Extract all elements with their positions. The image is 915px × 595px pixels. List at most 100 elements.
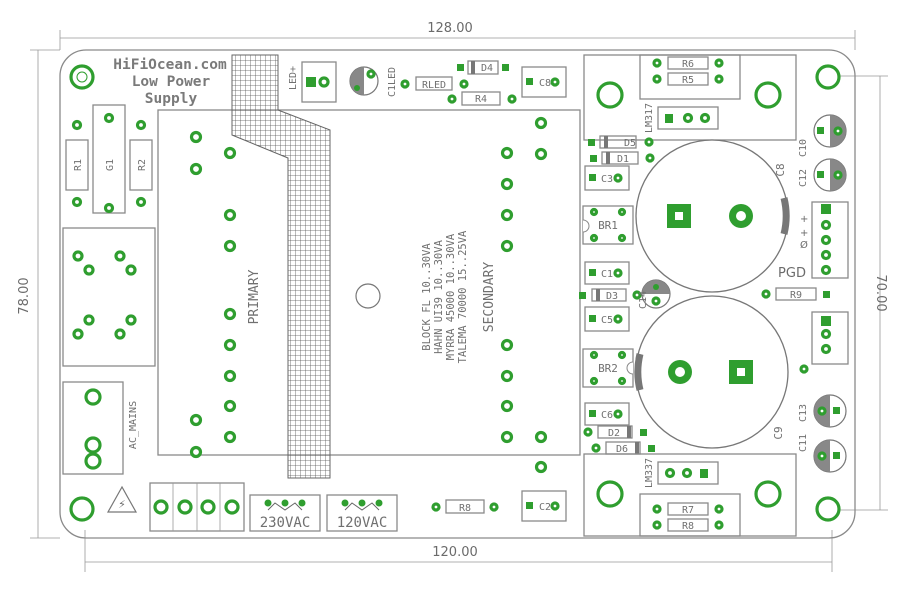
d2-diode: [583, 425, 647, 439]
label-r6: R6: [682, 59, 694, 70]
c13-cap: [813, 394, 847, 428]
label-ac-mains: AC_MAINS: [128, 401, 139, 449]
r4-resistor: [447, 91, 517, 106]
d5-diode: [588, 135, 654, 149]
br2-bridge: [582, 348, 634, 388]
terminal-strip-4: [149, 482, 245, 532]
c12-cap: [813, 158, 847, 192]
c5-cap: [584, 306, 630, 332]
board-outline: [59, 49, 856, 539]
label-d4: D4: [481, 63, 493, 74]
r5r6-area: [639, 54, 741, 100]
c9-big-capacitor: [634, 295, 789, 449]
spec-line-1: BLOCK FL 10..30VA: [421, 243, 433, 351]
output-connector-bottom: [799, 311, 849, 374]
label-c10: C10: [798, 139, 809, 157]
r6-resistor: [652, 56, 724, 70]
dim-left-label: 78.00: [17, 277, 32, 314]
spec-line-2: HAHN UI39 10..30VA: [433, 239, 445, 353]
label-rled: RLED: [422, 80, 446, 91]
rled-resistor: [400, 76, 469, 91]
c14-cap: [641, 279, 671, 309]
label-r5: R5: [682, 75, 694, 86]
label-pgd: PGD: [778, 266, 806, 281]
label-c12: C12: [798, 169, 809, 187]
isolation-barrier: [231, 54, 331, 479]
label-c2: C2: [539, 502, 551, 513]
jumper-230: [249, 494, 321, 532]
label-c5: C5: [601, 315, 613, 326]
label-d5: D5: [624, 138, 636, 149]
svg-text:+: +: [800, 214, 808, 225]
d3-diode: [579, 288, 642, 302]
warning-triangle: [106, 485, 138, 513]
d4-diode: [457, 60, 509, 75]
secondary-pins: [500, 116, 548, 474]
transformer-specs: BLOCK FL 10..30VA HAHN UI39 10..30VA MYR…: [421, 230, 469, 363]
label-secondary: SECONDARY: [482, 262, 497, 333]
c2-cap: [521, 490, 567, 522]
br1-bridge: [582, 205, 634, 245]
ac-mains-terminal: [62, 381, 124, 475]
d1-diode: [590, 151, 655, 165]
label-r2: R2: [137, 159, 148, 171]
label-lm337: LM337: [644, 458, 655, 488]
c11-cap: [813, 439, 847, 473]
primary-pins: [189, 130, 237, 459]
r7-resistor: [652, 502, 724, 516]
label-c8-big: C8: [774, 163, 787, 176]
label-c1led: C1LED: [387, 67, 398, 97]
label-d6: D6: [616, 444, 628, 455]
c6-cap: [584, 402, 630, 426]
c8-top-cap: [521, 66, 567, 98]
fuse-area: [65, 104, 153, 214]
label-c3: C3: [601, 174, 613, 185]
label-120vac: 120VAC: [337, 515, 388, 531]
label-r1: R1: [73, 159, 84, 171]
title-line3: Supply: [145, 91, 198, 107]
label-br1: BR1: [598, 219, 618, 232]
svg-text:+: +: [800, 228, 808, 239]
label-r4: R4: [475, 94, 487, 105]
dim-top-label: 128.00: [427, 21, 473, 36]
label-d2: D2: [608, 428, 620, 439]
label-c1: C1: [601, 269, 613, 280]
label-230vac: 230VAC: [260, 515, 311, 531]
label-c6: C6: [601, 410, 613, 421]
dim-bottom-label: 120.00: [432, 545, 478, 560]
spec-line-3: MYRRA 45000 10..30VA: [445, 233, 457, 360]
spec-line-4: TALEMA 70000 15..25VA: [457, 230, 469, 363]
mounting-holes: [69, 64, 841, 522]
jumper-120: [326, 494, 398, 532]
label-c14: C14: [638, 291, 649, 309]
c1-cap: [584, 261, 630, 285]
label-c8-top: C8: [539, 78, 551, 89]
dim-right-label: 70.00: [873, 274, 888, 311]
c1led-capacitor: [349, 66, 379, 96]
c10-cap: [813, 114, 847, 148]
label-g1: G1: [105, 159, 116, 171]
transformer-outline: [157, 109, 581, 456]
label-primary: PRIMARY: [247, 269, 262, 324]
label-r8-bottom: R8: [459, 503, 471, 514]
svg-text:Ø: Ø: [800, 239, 808, 251]
c3-cap: [584, 165, 630, 191]
label-led-plus: LED+: [288, 66, 299, 90]
r9-resistor: [761, 287, 830, 301]
r8-resistor-right: [652, 518, 724, 532]
label-r8-right: R8: [682, 521, 694, 532]
r7r8-area: [639, 493, 741, 537]
label-c13: C13: [798, 404, 809, 422]
r5-resistor: [652, 72, 724, 86]
c8-big-capacitor: [635, 139, 790, 293]
label-lm317: LM317: [644, 103, 655, 133]
label-d1: D1: [617, 154, 629, 165]
warning-icon: ⚡: [118, 498, 126, 511]
title-line2: Low Power: [132, 74, 211, 90]
label-c11: C11: [798, 434, 809, 452]
label-r9: R9: [790, 290, 802, 301]
label-r7: R7: [682, 505, 694, 516]
transformer-hole: [355, 283, 381, 309]
lm317-regulator: [657, 106, 719, 130]
